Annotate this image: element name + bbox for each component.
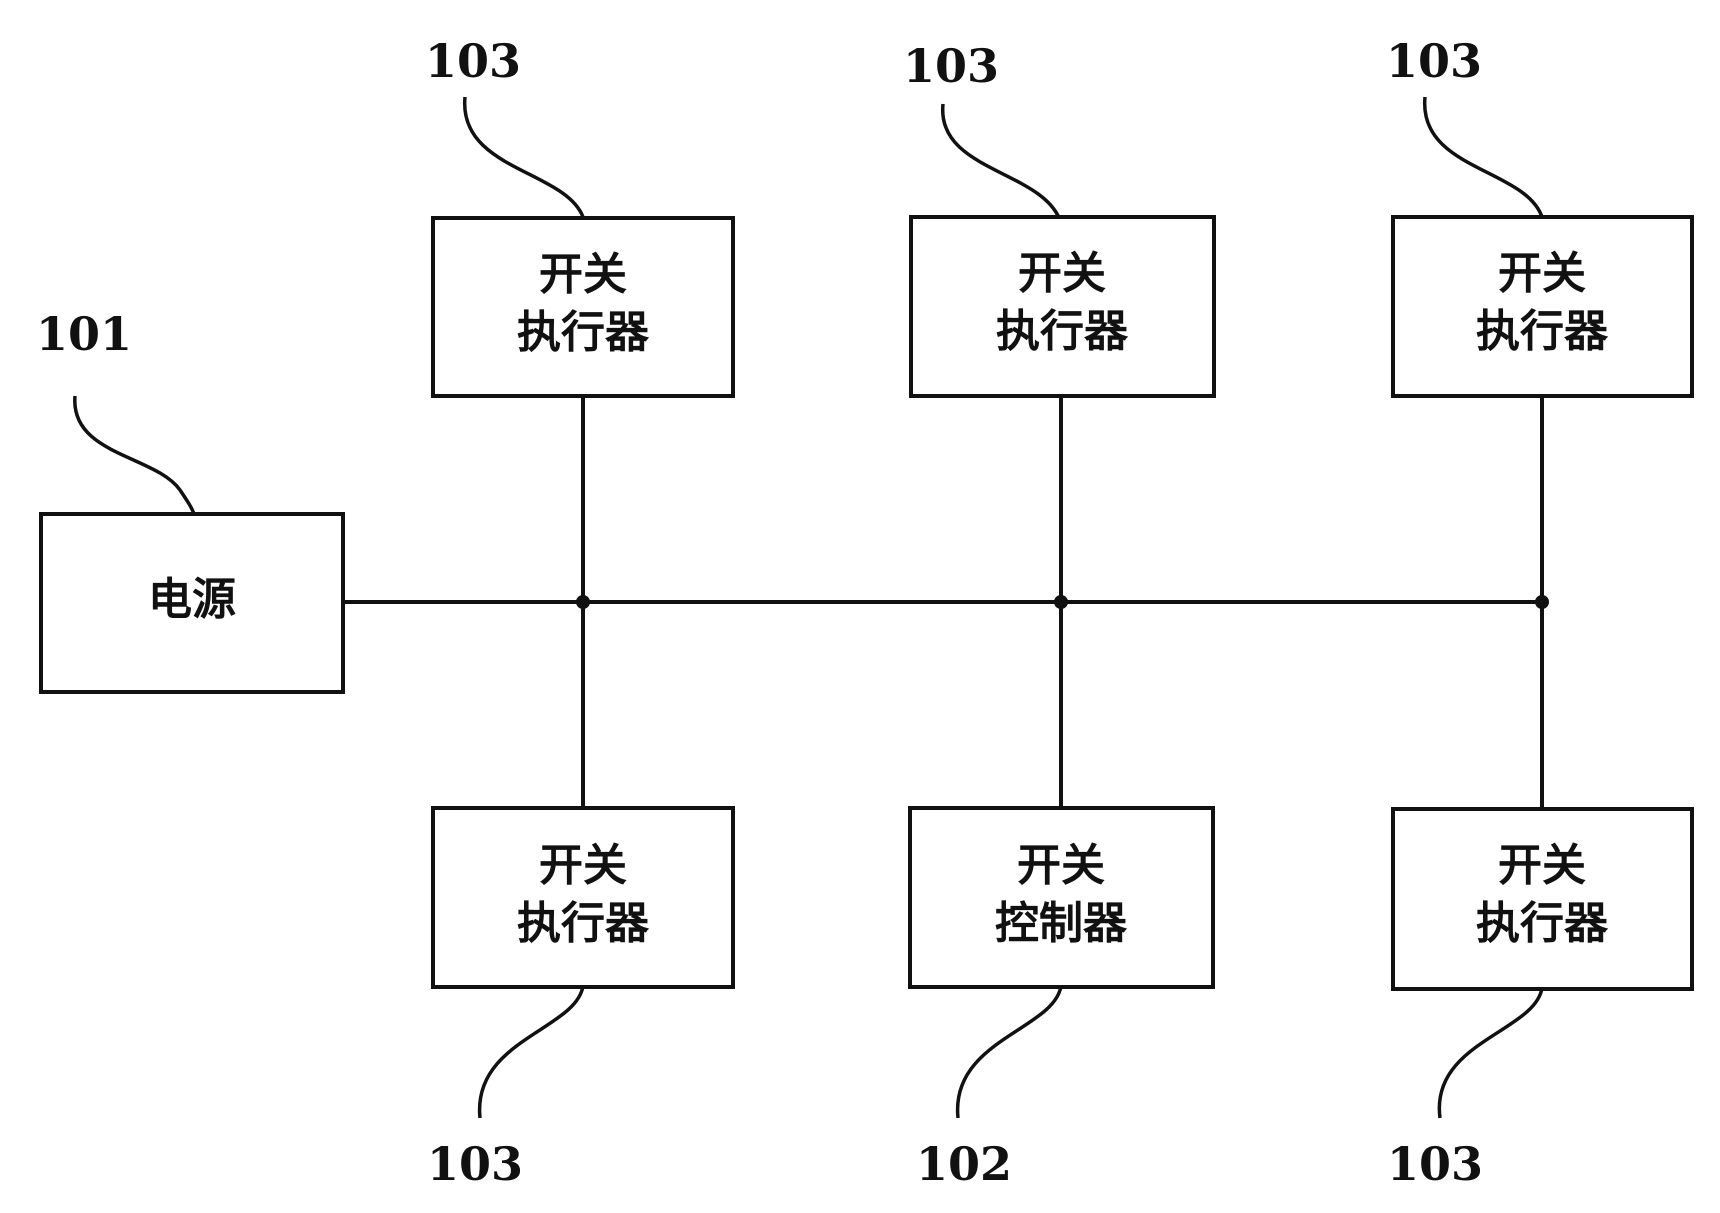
leader-line-controller-bottom-middle bbox=[956, 985, 1063, 1119]
ref-label-actuator-top-right: 103 bbox=[1386, 34, 1482, 88]
block-label-line1: 开关 bbox=[1017, 840, 1105, 891]
junction-dot-middle bbox=[1054, 595, 1068, 609]
power-supply-label: 电源 bbox=[148, 574, 236, 625]
switch-actuator-block-bottom-left: 开关 执行器 bbox=[431, 806, 735, 989]
ref-label-power: 101 bbox=[36, 307, 132, 361]
leader-line-actuator-bottom-left bbox=[478, 985, 585, 1119]
block-label-line1: 开关 bbox=[1498, 840, 1586, 891]
block-label-line1: 开关 bbox=[539, 840, 627, 891]
switch-actuator-block-top-middle: 开关 执行器 bbox=[909, 215, 1216, 398]
block-label-line2: 执行器 bbox=[1476, 306, 1609, 357]
leader-line-actuator-top-middle bbox=[941, 103, 1063, 224]
junction-dot-right bbox=[1535, 595, 1549, 609]
power-supply-block: 电源 bbox=[39, 512, 345, 694]
block-label-line2: 控制器 bbox=[995, 898, 1128, 949]
switch-actuator-block-top-right: 开关 执行器 bbox=[1391, 215, 1694, 398]
block-label-line1: 开关 bbox=[539, 249, 627, 300]
block-label-line1: 开关 bbox=[1498, 248, 1586, 299]
block-label-line2: 执行器 bbox=[996, 306, 1129, 357]
ref-label-actuator-bottom-right: 103 bbox=[1387, 1137, 1483, 1191]
switch-actuator-block-top-left: 开关 执行器 bbox=[431, 216, 735, 398]
switch-actuator-block-bottom-right: 开关 执行器 bbox=[1391, 807, 1694, 991]
ref-label-actuator-top-middle: 103 bbox=[903, 39, 999, 93]
ref-label-actuator-top-left: 103 bbox=[425, 34, 521, 88]
leader-line-power bbox=[73, 395, 196, 515]
leader-line-actuator-bottom-right bbox=[1437, 987, 1544, 1119]
block-label-line1: 开关 bbox=[1018, 248, 1106, 299]
ref-label-controller-bottom-middle: 102 bbox=[916, 1137, 1012, 1191]
block-label-line2: 执行器 bbox=[517, 307, 650, 358]
switch-controller-block: 开关 控制器 bbox=[908, 806, 1215, 989]
leader-line-actuator-top-left bbox=[463, 96, 585, 218]
junction-dot-left bbox=[576, 595, 590, 609]
ref-label-actuator-bottom-left: 103 bbox=[427, 1137, 523, 1191]
block-label-line2: 执行器 bbox=[1476, 898, 1609, 949]
leader-line-actuator-top-right bbox=[1423, 96, 1544, 218]
block-label-line2: 执行器 bbox=[517, 898, 650, 949]
